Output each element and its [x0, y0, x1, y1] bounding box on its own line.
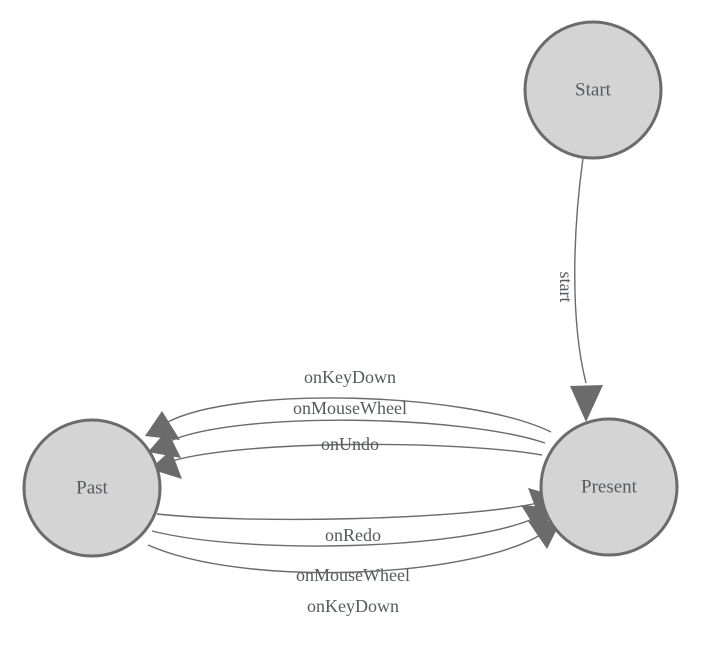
edge-label-past-present-onredo: onRedo [325, 525, 381, 545]
node-present-label: Present [581, 477, 638, 498]
edge-label-present-past-onundo: onUndo [321, 434, 379, 454]
edge-past-to-present-onkeydown-arrowhead [528, 521, 561, 549]
node-past[interactable]: Past [22, 418, 162, 558]
edges-layer: start onKeyDown onMouseWheel onUndo [145, 157, 603, 616]
node-start-label: Start [575, 80, 612, 101]
edge-present-to-past-onkeydown-path [165, 397, 552, 433]
edge-past-to-present-onkeydown-path [147, 533, 543, 574]
edge-present-to-past-onkeydown-arrowhead [145, 411, 180, 440]
edge-label-present-past-onkeydown: onKeyDown [304, 367, 396, 387]
nodes-layer: Start Past Present [22, 20, 679, 558]
node-start-circle [523, 20, 663, 160]
edge-start-to-present-path [574, 157, 587, 384]
edge-past-to-present-onredo-path [156, 502, 539, 521]
edge-present-to-past-onundo-arrowhead [150, 450, 182, 479]
edge-present-to-past-onmousewheel-path [169, 419, 546, 444]
edge-start-to-present-arrowhead [570, 385, 603, 422]
node-present[interactable]: Present [539, 417, 679, 557]
edge-label-present-past-onmousewheel: onMouseWheel [293, 398, 407, 418]
edge-present-to-past-onundo[interactable]: onUndo [150, 434, 543, 479]
edge-present-to-past-onmousewheel[interactable]: onMouseWheel [148, 398, 546, 458]
edge-label-past-present-onkeydown: onKeyDown [307, 596, 399, 616]
node-start[interactable]: Start [523, 20, 663, 160]
edge-present-to-past-onkeydown[interactable]: onKeyDown [145, 367, 552, 440]
edge-label-start: start [556, 272, 576, 303]
edge-present-to-past-onundo-path [171, 443, 543, 462]
edge-past-to-present-onredo[interactable]: onRedo [156, 488, 560, 545]
node-past-circle [22, 418, 162, 558]
edge-present-to-past-onmousewheel-arrowhead [148, 430, 181, 458]
edge-label-past-present-onmousewheel: onMouseWheel [296, 565, 410, 585]
edge-start-to-present[interactable]: start [556, 157, 603, 422]
edge-past-to-present-onmousewheel-path [151, 517, 536, 547]
edge-past-to-present-onmousewheel[interactable]: onMouseWheel [151, 505, 556, 585]
edge-past-to-present-onkeydown[interactable]: onKeyDown [147, 521, 561, 616]
node-present-circle [539, 417, 679, 557]
node-past-label: Past [76, 478, 108, 499]
